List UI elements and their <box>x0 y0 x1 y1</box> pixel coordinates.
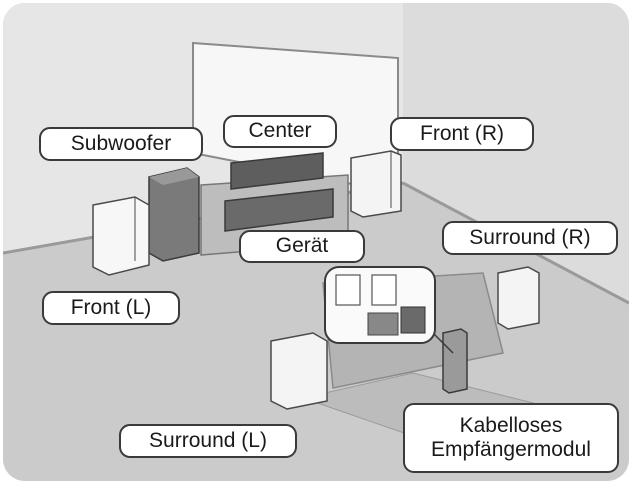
wireless-receiver <box>442 328 468 394</box>
label-wireless-receiver-module: Kabelloses Empfängermodul <box>403 403 619 473</box>
room-illustration: Subwoofer Center Front (R) Gerät Surroun… <box>3 3 629 481</box>
surround-left-speaker <box>270 332 328 410</box>
label-front-right: Front (R) <box>390 117 534 151</box>
main-unit <box>224 188 334 232</box>
front-right-speaker <box>350 150 402 218</box>
subwoofer-speaker <box>148 167 200 262</box>
label-center: Center <box>223 115 337 148</box>
label-wireless-line1: Kabelloses <box>459 413 563 437</box>
front-left-speaker <box>92 196 150 276</box>
label-wireless-line2: Empfängermodul <box>431 438 591 461</box>
label-front-left: Front (L) <box>42 291 180 325</box>
surround-right-speaker <box>497 266 540 330</box>
center-speaker <box>230 152 324 190</box>
label-geraet: Gerät <box>239 230 365 263</box>
label-surround-right: Surround (R) <box>442 221 618 255</box>
connection-detail-callout <box>324 266 454 354</box>
label-subwoofer: Subwoofer <box>39 127 203 161</box>
label-surround-left: Surround (L) <box>119 424 297 458</box>
